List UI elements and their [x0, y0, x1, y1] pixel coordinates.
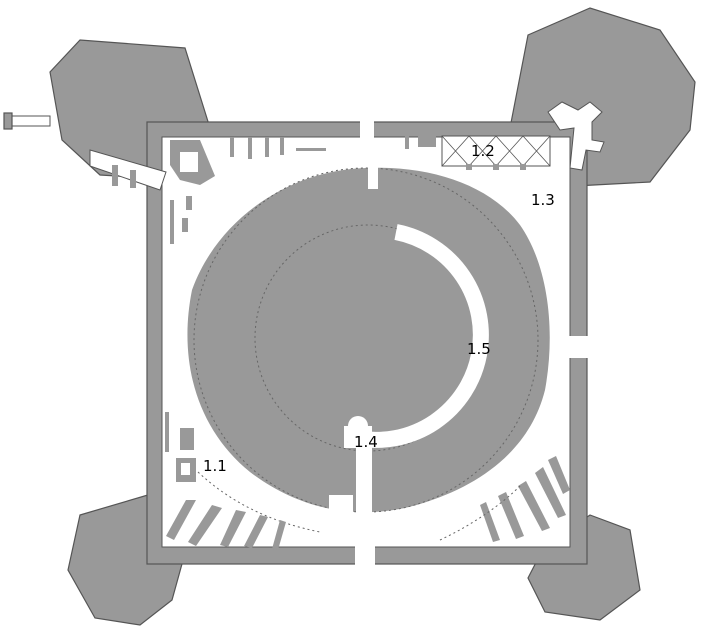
- bastion-passage-left: [89, 149, 167, 191]
- room-1-2: [441, 135, 551, 170]
- tower-room-void: [180, 152, 198, 172]
- rampart-line-east: [439, 485, 521, 541]
- keep-mass: [187, 167, 550, 513]
- keep-door: [329, 495, 353, 520]
- north-west-rooms: [170, 140, 215, 244]
- passage-pier: [130, 170, 136, 188]
- interior-wall: [165, 412, 169, 452]
- casemate-wall: [480, 502, 500, 542]
- interior-wall: [182, 218, 188, 232]
- casemate-wall: [265, 137, 269, 157]
- casemate-wall: [280, 137, 284, 155]
- label-1-4: 1.4: [354, 433, 378, 451]
- casemate-wall: [272, 520, 286, 550]
- casemate-wall: [248, 137, 252, 159]
- interior-wall: [186, 196, 192, 210]
- gate-east: [568, 336, 590, 358]
- label-1-1: 1.1: [203, 457, 227, 475]
- vault-pier: [466, 164, 472, 170]
- south-west-casemates: [166, 500, 286, 550]
- casemate-wall: [220, 510, 246, 547]
- room-1-2-space: [441, 135, 551, 167]
- casemate-wall: [296, 148, 326, 151]
- casemate-wall: [166, 500, 196, 540]
- cross-vaults: [441, 135, 551, 167]
- casemate-wall: [418, 133, 436, 147]
- south-corridor: [356, 446, 372, 550]
- casemate-wall: [405, 133, 409, 149]
- label-1-5: 1.5: [467, 340, 491, 358]
- keep-notch: [368, 165, 378, 189]
- casemate-wall: [535, 467, 566, 518]
- entrance-bridge: [7, 115, 51, 127]
- casemate-wall: [518, 481, 550, 531]
- casemate-wall: [498, 492, 524, 539]
- north-casemates: [230, 133, 436, 159]
- passage-pier: [112, 165, 118, 186]
- central-keep: [187, 165, 550, 550]
- gate-north: [360, 120, 374, 140]
- bastion-gallery: [547, 101, 605, 171]
- vault-pier: [520, 164, 526, 170]
- casemate-wall: [188, 505, 222, 546]
- bridge-abutment: [3, 112, 13, 130]
- chapel-apse: [348, 416, 368, 436]
- casemate-wall: [244, 515, 268, 548]
- ring-gallery: [354, 224, 489, 448]
- vault-pier: [493, 164, 499, 170]
- casemate-wall: [548, 456, 570, 494]
- south-west-rooms: [165, 412, 321, 533]
- label-1-2: 1.2: [471, 142, 495, 160]
- small-chamber: [181, 463, 190, 475]
- casemate-wall: [230, 137, 234, 157]
- rampart-line: [197, 471, 321, 533]
- interior-wall: [170, 200, 174, 244]
- interior-wall: [180, 428, 194, 450]
- label-1-3: 1.3: [531, 191, 555, 209]
- south-east-casemates: [439, 456, 570, 542]
